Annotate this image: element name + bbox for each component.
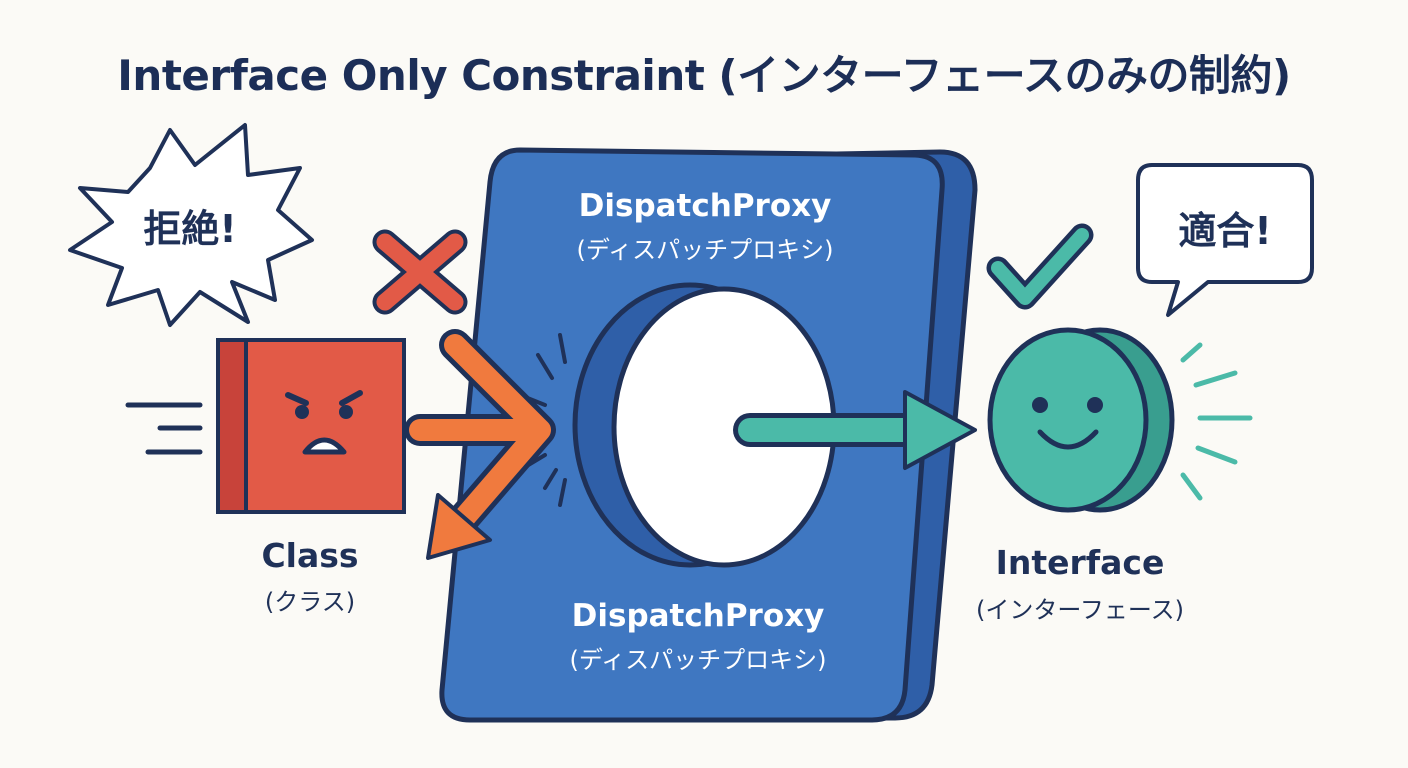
proxy-top-sub: (ディスパッチプロキシ) bbox=[576, 236, 834, 264]
angry-face-icon bbox=[285, 390, 363, 455]
acceptance-bubble bbox=[1136, 163, 1314, 317]
motion-lines bbox=[125, 402, 203, 455]
class-box bbox=[216, 338, 406, 514]
interface-sub-label: (インターフェース) bbox=[975, 596, 1185, 624]
portal-opening bbox=[572, 282, 837, 568]
acceptance-bubble-text: 適合! bbox=[1178, 209, 1272, 253]
proxy-bottom-sub: (ディスパッチプロキシ) bbox=[569, 646, 827, 674]
interface-label: Interface bbox=[995, 543, 1165, 582]
proxy-top-name: DispatchProxy bbox=[578, 188, 832, 224]
rejection-bubble bbox=[68, 123, 314, 327]
checkmark-icon bbox=[986, 223, 1094, 310]
page-title: Interface Only Constraint (インターフェースのみの制約… bbox=[117, 51, 1291, 100]
cross-icon bbox=[372, 229, 468, 315]
rejected-arrow-head bbox=[426, 493, 492, 560]
class-label: Class bbox=[261, 536, 359, 575]
class-sub-label: (クラス) bbox=[264, 588, 356, 616]
proxy-bottom-name: DispatchProxy bbox=[571, 598, 825, 634]
smiley-face-icon bbox=[1032, 397, 1103, 450]
accepted-arrow-head bbox=[903, 390, 977, 470]
rejection-bubble-text: 拒絶! bbox=[143, 207, 237, 251]
interface-node bbox=[987, 327, 1175, 513]
joy-rays bbox=[1180, 342, 1253, 501]
